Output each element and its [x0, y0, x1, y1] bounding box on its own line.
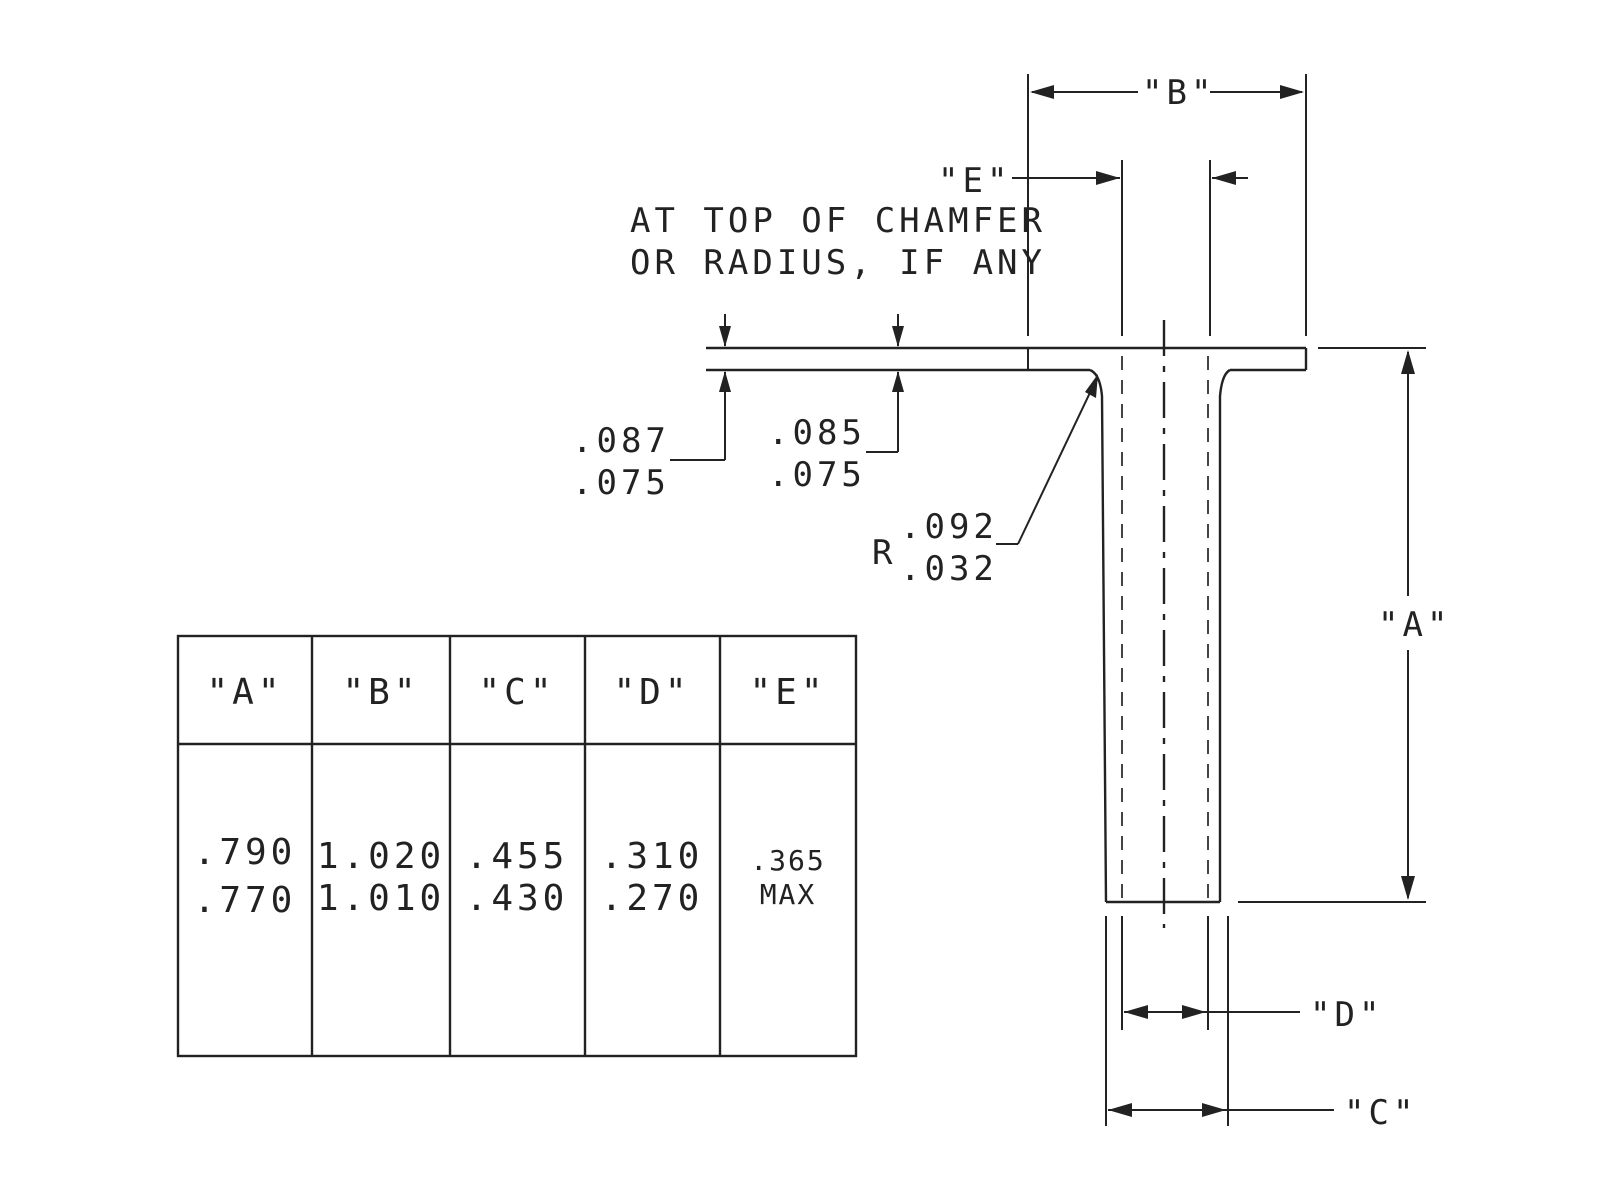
- chamfer-note-line-1: AT TOP OF CHAMFER: [630, 201, 1046, 241]
- dimension-table: "A" "B" "C" "D" "E" .790 1.020 .455 .310…: [176, 634, 858, 1058]
- dimension-d: [1121, 916, 1300, 1030]
- table-header-c: "C": [478, 672, 555, 713]
- table-header-e: "E": [749, 672, 826, 713]
- table-cell-d-max: .310: [601, 836, 704, 877]
- radius-prefix: R: [872, 533, 896, 573]
- hidden-bore-lines: [1121, 356, 1209, 902]
- table-cell-e-value: .365: [750, 844, 825, 877]
- dimension-a: [1238, 347, 1426, 903]
- label-c: "C": [1344, 1093, 1417, 1133]
- table-cell-e-max-label: MAX: [760, 878, 817, 911]
- table-cell-a-min: .770: [194, 880, 297, 921]
- table-cell-a-max: .790: [194, 832, 297, 873]
- flange-thickness-left-min: .075: [572, 463, 670, 503]
- table-cell-c-min: .430: [466, 878, 569, 919]
- flange-thickness-right-dimension: [866, 314, 904, 453]
- table-cell-b-min: 1.010: [317, 878, 445, 919]
- table-cell-d-min: .270: [601, 878, 704, 919]
- table-header-d: "D": [613, 672, 690, 713]
- flange-thickness-left-max: .087: [572, 421, 670, 461]
- label-e: "E": [938, 161, 1011, 201]
- label-b: "B": [1142, 73, 1215, 113]
- table-cell-c-max: .455: [466, 836, 569, 877]
- table-header-b: "B": [342, 672, 419, 713]
- flange-thickness-right-min: .075: [768, 455, 866, 495]
- flange-thickness-right-max: .085: [768, 413, 866, 453]
- chamfer-note-line-2: OR RADIUS, IF ANY: [630, 243, 1046, 283]
- radius-min: .032: [900, 549, 998, 589]
- dimension-b: [1027, 74, 1307, 336]
- flange-outline: [706, 346, 1308, 372]
- dimension-c: [1105, 916, 1334, 1126]
- label-a: "A": [1378, 605, 1451, 645]
- dimension-e: [1012, 160, 1248, 336]
- table-cell-b-max: 1.020: [317, 836, 445, 877]
- label-d: "D": [1310, 995, 1383, 1035]
- radius-max: .092: [900, 507, 998, 547]
- flange-thickness-left-dimension: [670, 314, 731, 461]
- radius-leader: [996, 374, 1098, 545]
- table-header-a: "A": [206, 672, 283, 713]
